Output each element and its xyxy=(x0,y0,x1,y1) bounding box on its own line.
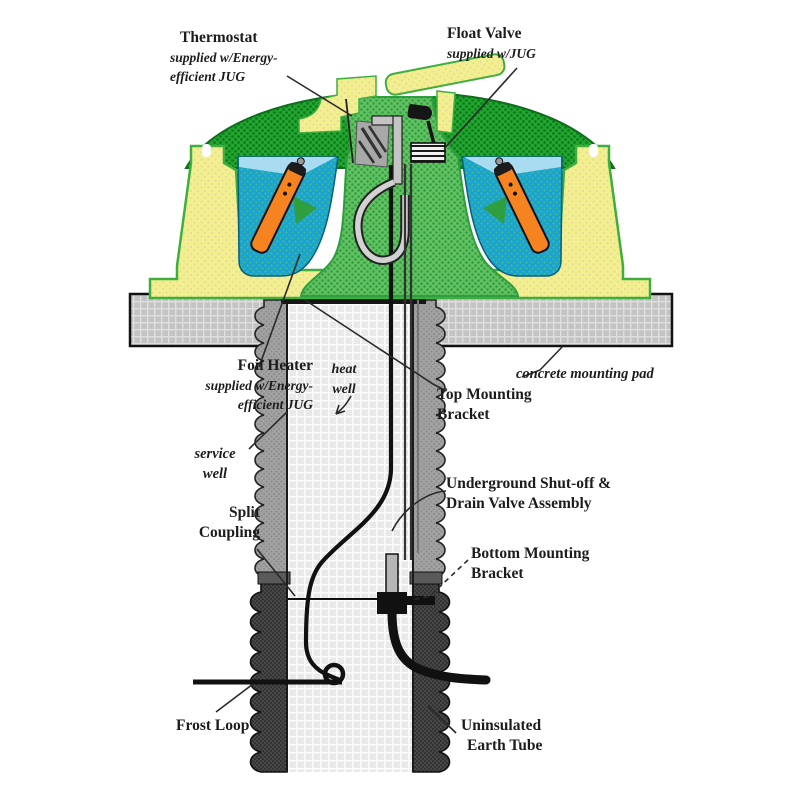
cap-piece-right xyxy=(436,90,456,134)
float-valve-label-line1: Float Valve xyxy=(447,25,522,42)
earth-tube-left-wall xyxy=(249,576,288,773)
foil-heater-label-line1: Foil Heater xyxy=(237,357,313,374)
foil-heater-right xyxy=(493,157,550,254)
service-well-label-line2: well xyxy=(202,466,228,482)
service-well-leader-line xyxy=(248,411,288,450)
split-coupling-leader-line xyxy=(256,548,296,597)
split-coupling-label-line2: Coupling xyxy=(198,524,260,541)
valve-arm xyxy=(405,596,435,605)
service-well-label: service well xyxy=(183,444,247,484)
service-well-left-wall xyxy=(254,299,288,578)
thermostat-hatch xyxy=(357,140,376,164)
well-pipes xyxy=(403,164,419,560)
service-well-right-wall xyxy=(412,299,446,578)
underground-leader-line xyxy=(391,490,447,532)
underground-label-line1: Underground Shut-off & xyxy=(446,475,612,492)
top-bracket-label-line1: Top Mounting xyxy=(437,386,532,403)
split-coupling-label-line1: Split xyxy=(228,504,260,521)
underground-label-line2: Drain Valve Assembly xyxy=(446,495,592,512)
bottom-bracket-label: Bottom Mounting Bracket xyxy=(471,544,589,584)
service-well-label-line1: service xyxy=(194,446,236,462)
supply-riser xyxy=(392,115,403,185)
split-coupling-label: Split Coupling xyxy=(183,503,260,543)
thermostat-hatch xyxy=(367,125,388,153)
foil-heater-label: Foil Heater supplied w/Energy- efficient… xyxy=(118,356,313,414)
earth-tube-label: Uninsulated Earth Tube xyxy=(461,716,542,756)
heat-well-leader-line xyxy=(335,395,352,415)
bottom-bracket-label-line2: Bracket xyxy=(471,565,524,582)
foil-heater-left xyxy=(250,157,307,254)
drain-exit-pipe xyxy=(387,607,491,685)
split-coupling-left xyxy=(257,571,291,585)
underground-label: Underground Shut-off & Drain Valve Assem… xyxy=(446,474,611,514)
thermostat-label: Thermostat supplied w/Energy- efficient … xyxy=(170,28,278,86)
jug-lid xyxy=(384,53,506,96)
bottom-bracket-label-line1: Bottom Mounting xyxy=(471,545,590,562)
float-valve-assembly xyxy=(303,98,446,683)
frost-loop-coil xyxy=(322,662,346,686)
bottom-bracket-leader-line xyxy=(411,559,469,601)
heat-well-label: heat well xyxy=(318,360,370,400)
foil-heater-label-line2: supplied w/Energy- xyxy=(205,378,313,393)
thermostat-label-line2: supplied w/Energy- xyxy=(170,50,278,65)
frost-loop-label-line1: Frost Loop xyxy=(176,717,250,734)
float-valve-label: Float Valve supplied w/JUG xyxy=(447,24,536,63)
concrete-pad-label-line1: concrete mounting pad xyxy=(516,366,654,382)
earth-tube-label-line2: Earth Tube xyxy=(467,737,543,754)
float-valve-knob xyxy=(418,106,432,120)
thermostat-label-line1: Thermostat xyxy=(180,29,258,46)
flow-arrow-left xyxy=(293,196,317,224)
float xyxy=(410,142,446,163)
shutoff-drain-valve-assembly xyxy=(288,553,491,685)
thermostat-leader-line xyxy=(286,75,353,117)
leader-lines xyxy=(215,67,564,734)
float-valve-leader-line xyxy=(443,67,518,150)
frost-loop-label: Frost Loop xyxy=(176,716,249,736)
top-bracket-label: Top Mounting Bracket xyxy=(437,385,532,425)
split-coupling-right xyxy=(409,571,443,585)
heat-well-label-line2: well xyxy=(332,382,356,397)
earth-tube-leader-line xyxy=(427,705,457,734)
float-valve-label-line2: supplied w/JUG xyxy=(447,46,536,61)
foil-heater-label-line3: efficient JUG xyxy=(237,397,313,412)
earth-tube-label-line1: Uninsulated xyxy=(461,717,542,734)
valve-tee xyxy=(377,592,407,614)
flow-arrow-right xyxy=(483,196,507,224)
right-rim-notch xyxy=(589,144,598,157)
concrete-pad-label: concrete mounting pad xyxy=(516,364,654,384)
thermostat-label-line3: efficient JUG xyxy=(170,69,246,84)
thermostat-hatch xyxy=(360,127,383,159)
foil-heater-leader-line xyxy=(258,253,301,368)
top-bracket-leader-line xyxy=(304,299,447,392)
u-loop-pipe xyxy=(355,179,408,263)
concrete-pad-leader-line xyxy=(521,345,564,378)
cap-piece-left xyxy=(298,75,377,134)
frost-loop-pipe xyxy=(303,165,394,683)
heat-well-label-line1: heat xyxy=(331,362,357,377)
frost-loop-leader-line xyxy=(215,683,254,713)
left-rim-notch xyxy=(202,144,211,157)
top-bracket-label-line2: Bracket xyxy=(437,406,490,423)
thermostat-wire xyxy=(345,98,354,164)
float-arm xyxy=(426,120,436,145)
